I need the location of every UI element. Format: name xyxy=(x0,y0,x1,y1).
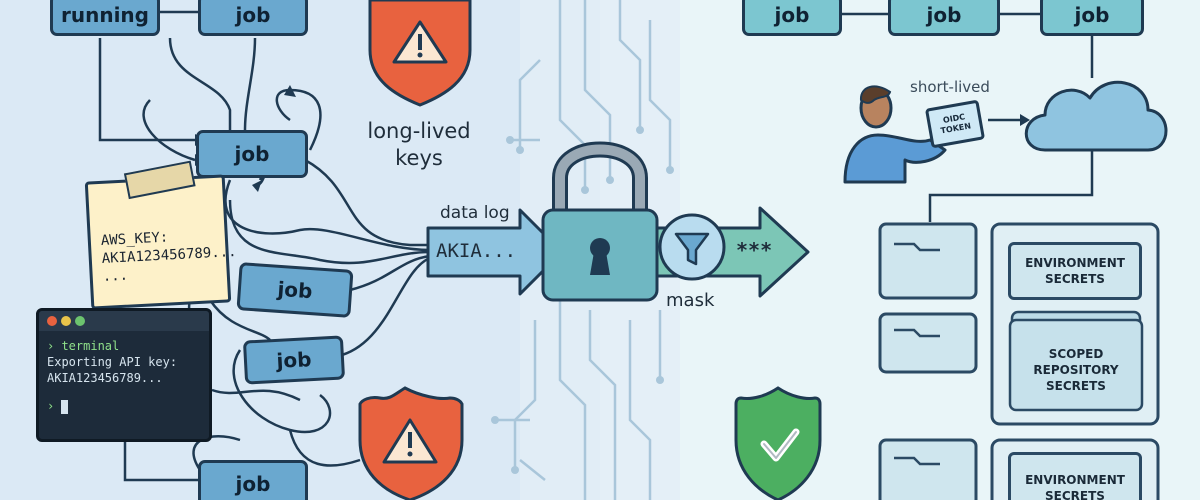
filter-icon xyxy=(658,213,726,281)
minimize-dot xyxy=(61,316,71,326)
job-box: job xyxy=(1040,0,1144,36)
job-box: job xyxy=(242,335,346,385)
leaked-key-value: AKIA... xyxy=(436,240,517,262)
scoped-repository-secrets-label: SCOPED REPOSITORY SECRETS xyxy=(1033,347,1119,393)
long-lived-keys-label: long-lived keys xyxy=(367,119,471,170)
running-job-box: running xyxy=(50,0,160,36)
job-label: job xyxy=(275,347,313,373)
scoped-secrets-stack xyxy=(1008,310,1144,412)
warning-shield-bottom-icon xyxy=(358,386,464,500)
running-label: running xyxy=(61,3,149,27)
mask-label: mask xyxy=(666,290,715,311)
job-label: job xyxy=(276,276,314,304)
warning-shield-icon xyxy=(368,0,472,107)
circuit-traces xyxy=(495,0,700,500)
job-box: job xyxy=(196,130,308,178)
cloud-icon xyxy=(1024,80,1168,152)
close-dot xyxy=(47,316,57,326)
job-box: job xyxy=(888,0,1000,36)
environment-secrets-label: ENVIRONMENT SECRETS xyxy=(1025,473,1125,500)
job-label: job xyxy=(774,3,810,27)
right-connectors xyxy=(842,12,1094,222)
environment-secrets-box: ENVIRONMENT SECRETS xyxy=(1008,242,1142,300)
cursor xyxy=(61,399,69,414)
maximize-dot xyxy=(75,316,85,326)
sticky-note: AWS_KEY:AKIA123456789...... xyxy=(84,160,237,310)
job-box: job xyxy=(742,0,842,36)
terminal-prompt: › xyxy=(47,399,69,414)
job-box: job xyxy=(198,460,308,500)
token-text: OIDC TOKEN xyxy=(939,112,972,136)
terminal-window: › terminal Exporting API key: AKIA123456… xyxy=(36,308,212,442)
terminal-line: AKIA123456789... xyxy=(47,371,163,385)
job-box: job xyxy=(236,262,354,318)
environment-secrets-label: ENVIRONMENT SECRETS xyxy=(1025,256,1125,286)
data-log-label: data log xyxy=(440,203,510,223)
job-label: job xyxy=(235,3,271,27)
environment-secrets-box-bottom: ENVIRONMENT SECRETS xyxy=(1008,452,1142,500)
left-connectors xyxy=(98,10,440,482)
job-label: job xyxy=(234,142,270,166)
padlock-icon xyxy=(541,141,659,302)
terminal-titlebar xyxy=(39,311,209,331)
masked-value: *** xyxy=(736,238,773,262)
job-label: job xyxy=(1074,3,1110,27)
scoped-repository-secrets-box: SCOPED REPOSITORY SECRETS xyxy=(1010,330,1142,410)
note-text: AWS_KEY:AKIA123456789...... xyxy=(100,225,238,286)
terminal-command: › terminal xyxy=(47,339,120,353)
check-shield-icon xyxy=(734,386,822,500)
short-lived-label: short-lived xyxy=(910,78,990,96)
circuit-nodes xyxy=(491,126,674,474)
job-box: job xyxy=(198,0,308,36)
prompt-symbol: › xyxy=(47,399,55,413)
job-label: job xyxy=(235,472,271,496)
person-icon xyxy=(843,85,947,184)
terminal-line: Exporting API key: xyxy=(47,355,178,369)
data-log-arrow xyxy=(426,208,564,296)
job-label: job xyxy=(926,3,962,27)
folder-icon xyxy=(878,222,978,500)
